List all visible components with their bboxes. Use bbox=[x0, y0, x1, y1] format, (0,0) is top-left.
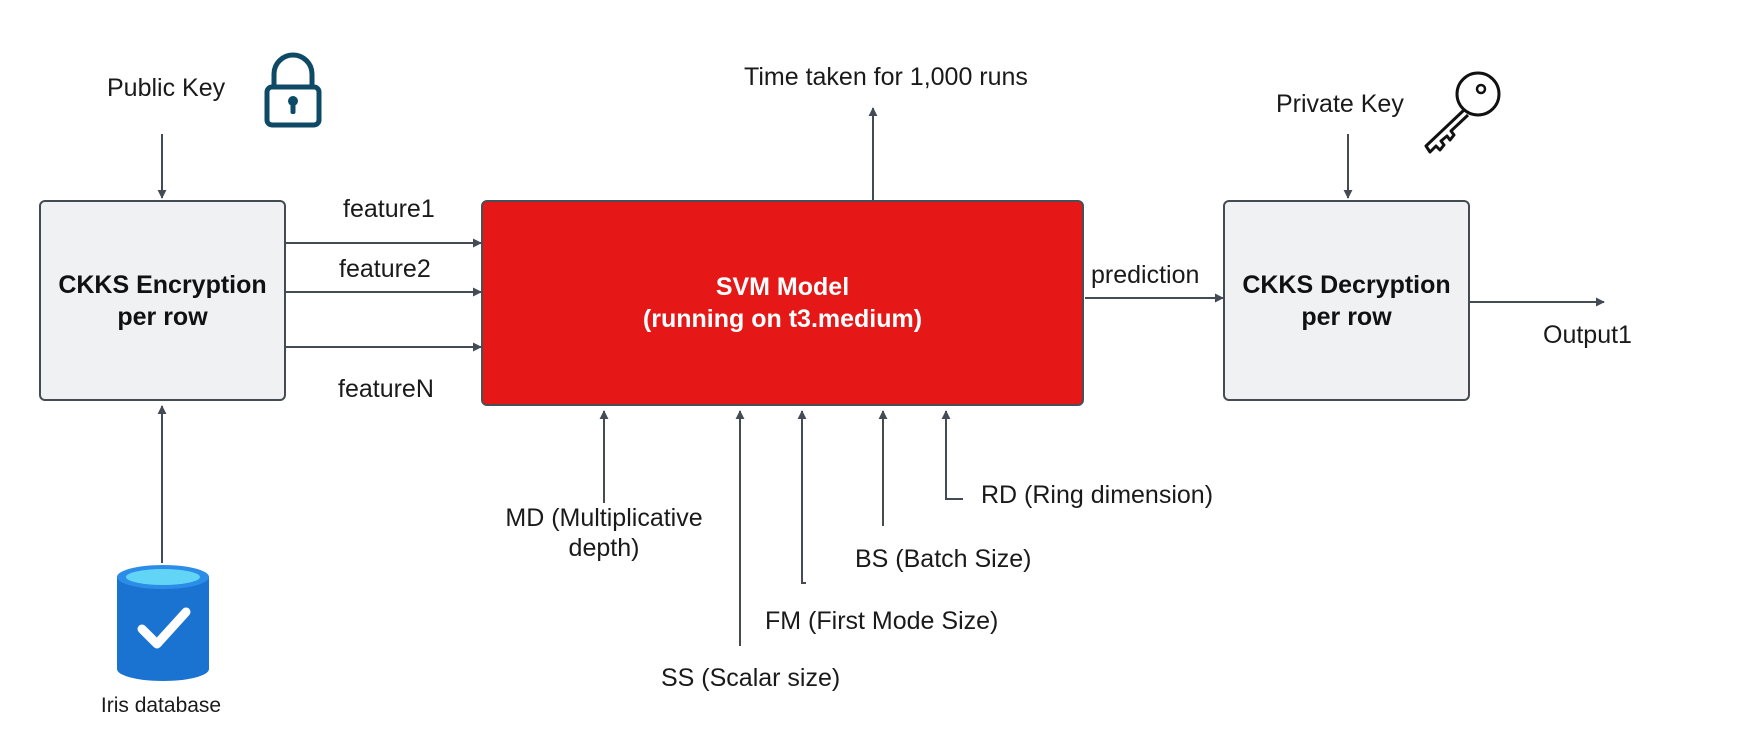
feature1-label: feature1 bbox=[343, 195, 435, 223]
arrow-fm bbox=[797, 410, 807, 584]
featureN-label: featureN bbox=[338, 375, 434, 403]
md-label-line1: MD (Multiplicative bbox=[505, 504, 703, 532]
fm-label: FM (First Mode Size) bbox=[765, 607, 999, 635]
svm-model-box: SVM Model (running on t3.medium) bbox=[481, 200, 1084, 406]
lock-icon bbox=[264, 52, 322, 128]
svm-title: SVM Model bbox=[715, 273, 850, 301]
private-key-label: Private Key bbox=[1276, 90, 1404, 118]
prediction-label: prediction bbox=[1091, 261, 1200, 289]
encryption-title: CKKS Encryption bbox=[58, 270, 267, 299]
rd-label: RD (Ring dimension) bbox=[981, 481, 1214, 509]
bs-label: BS (Batch Size) bbox=[855, 545, 1032, 573]
decryption-subtitle: per row bbox=[1301, 302, 1392, 331]
feature2-label: feature2 bbox=[339, 255, 431, 283]
md-label-line2: depth) bbox=[568, 534, 640, 562]
public-key-label: Public Key bbox=[107, 74, 226, 102]
svm-subtitle: (running on t3.medium) bbox=[642, 305, 923, 333]
decryption-title: CKKS Decryption bbox=[1242, 270, 1451, 299]
key-icon bbox=[1424, 71, 1501, 154]
decryption-box: CKKS Decryption per row bbox=[1223, 200, 1470, 401]
arrow-rd bbox=[941, 410, 963, 500]
database-label: Iris database bbox=[100, 694, 222, 717]
database-check-icon bbox=[117, 565, 209, 681]
md-label: MD (Multiplicative depth) bbox=[505, 503, 702, 563]
output-label: Output1 bbox=[1543, 321, 1632, 349]
ss-label: SS (Scalar size) bbox=[661, 664, 841, 692]
encryption-subtitle: per row bbox=[117, 302, 208, 331]
encryption-box: CKKS Encryption per row bbox=[39, 200, 286, 401]
time-taken-label: Time taken for 1,000 runs bbox=[744, 63, 1028, 91]
